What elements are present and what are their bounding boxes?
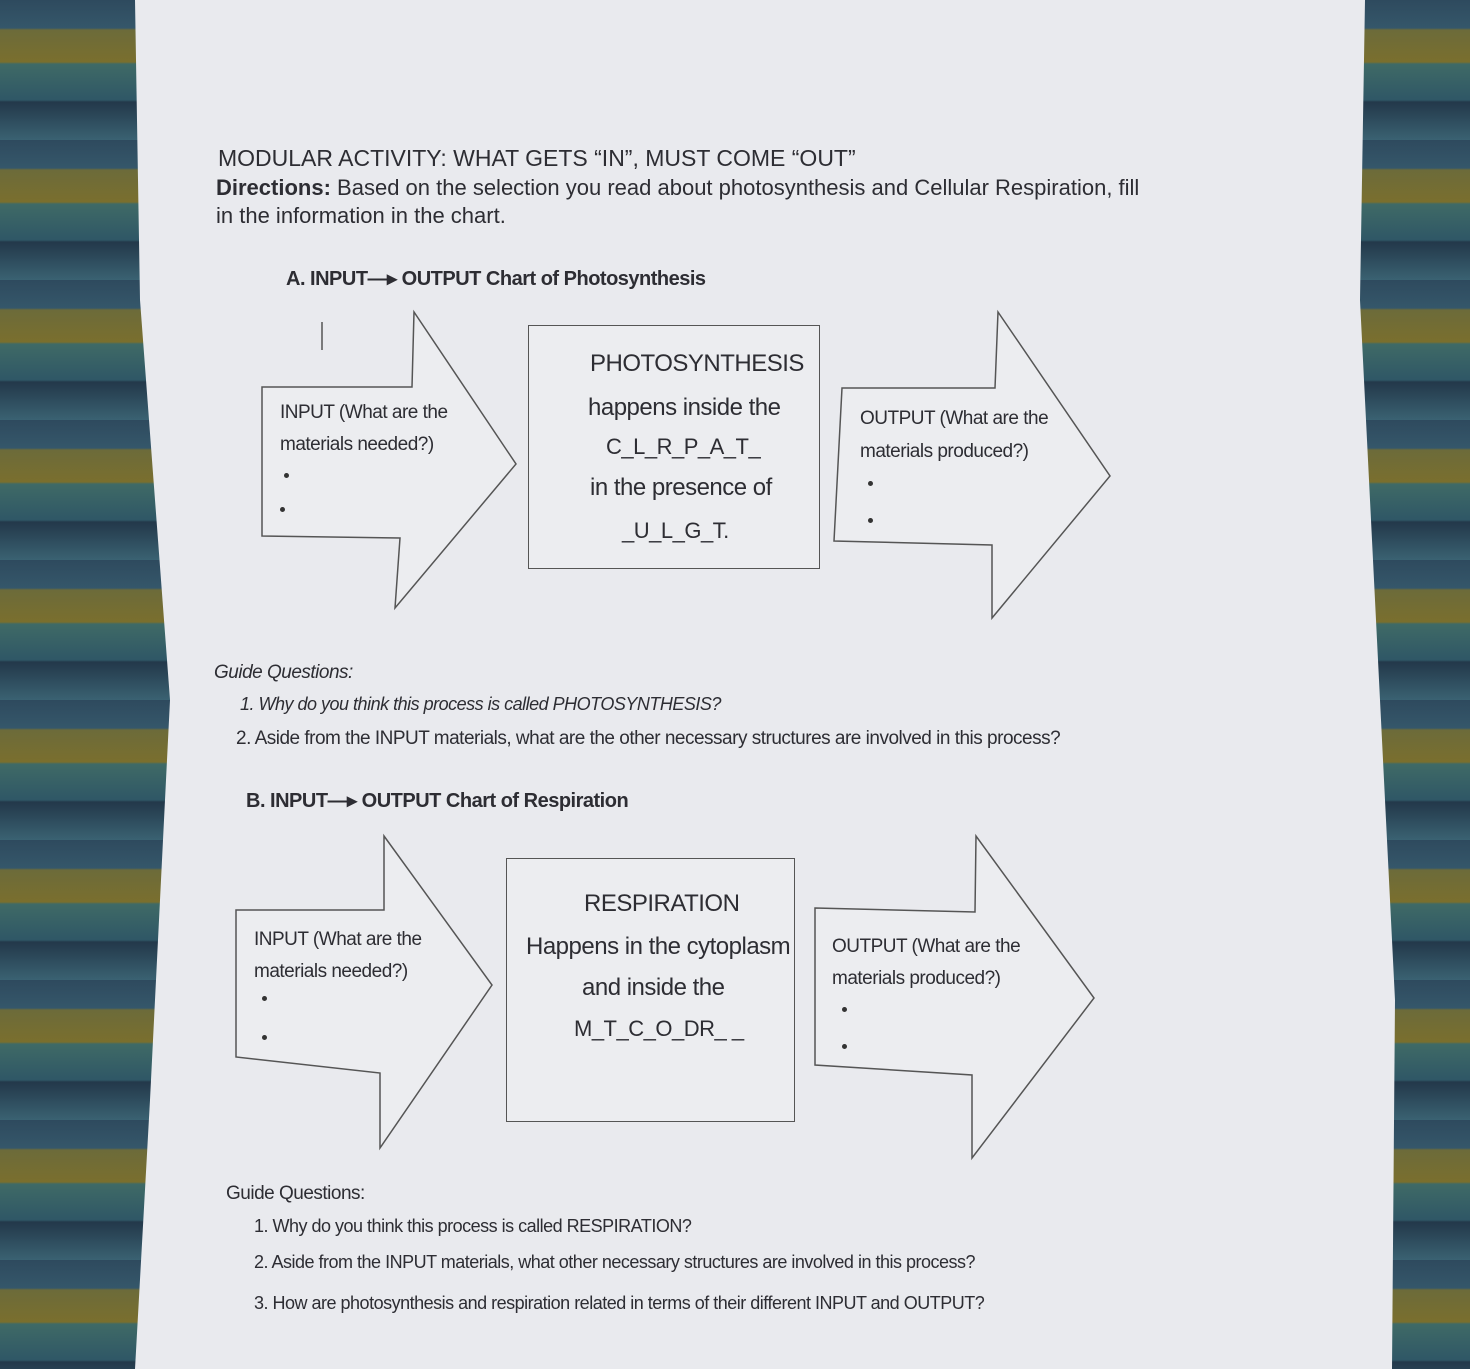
input-bullet-b-2 [262, 1035, 267, 1040]
output-label-b-1: OUTPUT (What are the [832, 936, 1021, 957]
center-line-a-1: happens inside the [588, 394, 781, 421]
center-line-a-2: C_L_R_P_A_T_ [606, 434, 761, 459]
output-bullet-a-1 [868, 481, 873, 486]
directions-line-2: in the information in the chart. [216, 203, 506, 228]
section-b-heading: B. INPUT—▸ OUTPUT Chart of Respiration [246, 790, 629, 812]
output-label-a-2: materials produced?) [860, 441, 1029, 462]
output-label-a-1: OUTPUT (What are the [860, 408, 1049, 429]
directions-line-1: Directions: Based on the selection you r… [216, 175, 1139, 201]
output-arrow-b [814, 833, 1095, 1161]
question-b-2: 2. Aside from the INPUT materials, what … [254, 1252, 976, 1272]
output-bullet-a-2 [868, 518, 873, 523]
page-title: MODULAR ACTIVITY: WHAT GETS “IN”, MUST C… [218, 145, 856, 171]
output-arrow-a [833, 309, 1111, 621]
center-title-b: RESPIRATION [584, 890, 740, 917]
center-line-b-1: Happens in the cytoplasm [526, 933, 791, 960]
question-b-3: 3. How are photosynthesis and respiratio… [254, 1293, 985, 1313]
input-label-b-1: INPUT (What are the [254, 929, 422, 950]
center-line-a-4: _U_L_G_T. [622, 518, 729, 543]
question-b-1: 1. Why do you think this process is call… [254, 1216, 692, 1236]
directions-label: Directions: [216, 175, 331, 200]
output-bullet-b-2 [842, 1044, 847, 1049]
input-bullet-a-2 [280, 507, 285, 512]
directions-text: Based on the selection you read about ph… [337, 175, 1140, 200]
output-bullet-b-1 [842, 1007, 847, 1012]
photosynthesis-center-box [528, 325, 820, 569]
center-title-a: PHOTOSYNTHESIS [590, 350, 804, 377]
question-a-2: 2. Aside from the INPUT materials, what … [236, 728, 1061, 749]
respiration-center-box [506, 858, 795, 1122]
guide-questions-label-a: Guide Questions: [214, 662, 353, 683]
input-bullet-a-1 [284, 473, 289, 478]
input-bullet-b-1 [262, 996, 267, 1001]
center-line-b-3: M_T_C_O_DR_ _ [574, 1016, 744, 1041]
input-label-b-2: materials needed?) [254, 961, 408, 982]
input-arrow-b [235, 833, 493, 1151]
input-label-a-1: INPUT (What are the [280, 402, 448, 423]
guide-questions-label-b: Guide Questions: [226, 1183, 365, 1204]
question-a-1: 1. Why do you think this process is call… [240, 694, 721, 714]
input-label-a-2: materials needed?) [280, 434, 434, 455]
section-a-heading: A. INPUT—▸ OUTPUT Chart of Photosynthesi… [286, 268, 706, 290]
center-line-a-3: in the presence of [590, 474, 772, 501]
center-line-b-2: and inside the [582, 974, 725, 1001]
output-label-b-2: materials produced?) [832, 968, 1001, 989]
input-arrow-a [261, 309, 517, 611]
